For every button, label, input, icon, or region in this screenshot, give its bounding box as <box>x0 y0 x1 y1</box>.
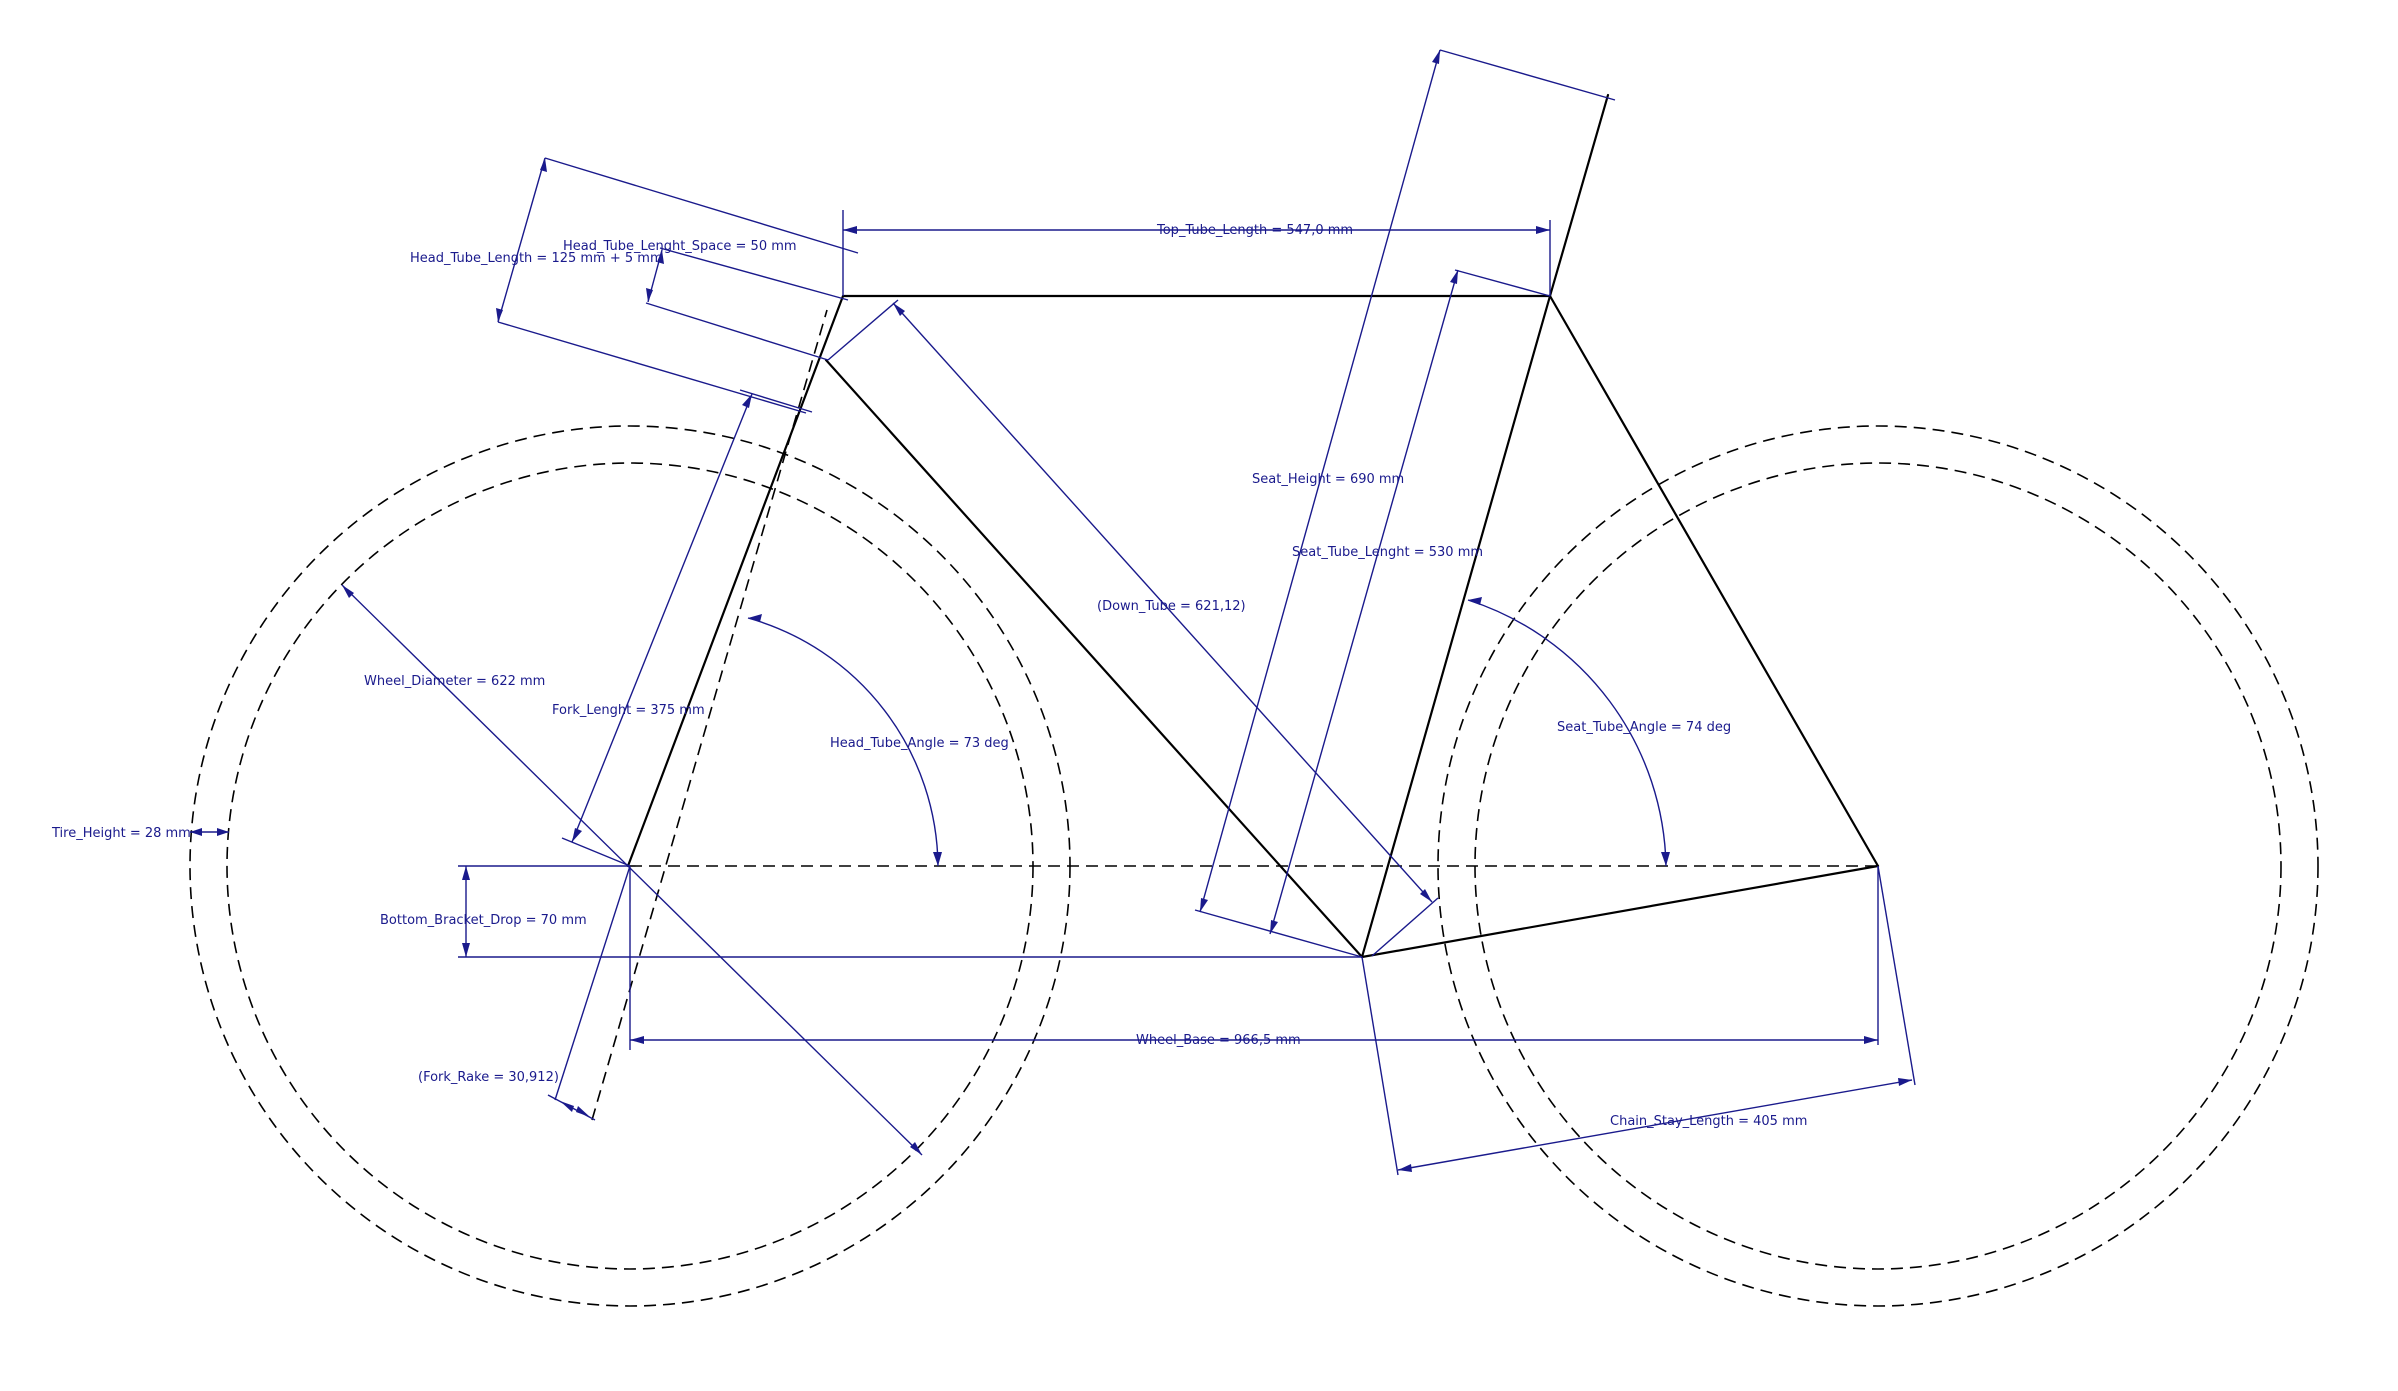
arrow <box>657 250 664 264</box>
arrow <box>572 828 582 842</box>
arrow <box>1398 1164 1412 1172</box>
down-tube <box>824 358 1364 959</box>
seat-height-ext-top <box>1439 49 1616 101</box>
rear-wheel-outer-circle <box>1437 425 2319 1307</box>
head-tube-length-label: Head_Tube_Length = 125 mm + 5 mm <box>410 251 663 266</box>
arrow <box>1432 50 1440 64</box>
arrow <box>1270 920 1278 934</box>
fork-center-line <box>591 309 828 1121</box>
seat-post <box>1548 93 1610 298</box>
arrow <box>893 303 905 316</box>
seat-tube-ext-top <box>1454 269 1551 297</box>
arrow <box>540 158 547 172</box>
arrow <box>1420 889 1432 902</box>
arrow <box>496 308 503 322</box>
head-tube-angle-label: Head_Tube_Angle = 73 deg <box>830 736 1009 751</box>
arrow <box>748 614 762 622</box>
arrow <box>1200 898 1208 912</box>
seat-tube-angle-arc <box>1467 599 1667 867</box>
head-tube-ext-top <box>544 157 859 254</box>
seat-height-label: Seat_Height = 690 mm <box>1252 472 1404 487</box>
seat-stay <box>1548 294 1880 868</box>
head-tube-space-label: Head_Tube_Lenght_Space = 50 mm <box>563 239 797 254</box>
bottom-bracket-drop-label: Bottom_Bracket_Drop = 70 mm <box>380 913 587 928</box>
head-space-ext-top <box>659 247 849 301</box>
arrow <box>1898 1078 1912 1086</box>
head-tube-angle-arc <box>747 617 939 867</box>
seat-height-ext-bottom <box>1194 909 1363 958</box>
arrow <box>630 1036 644 1044</box>
fork-rake-ext <box>554 865 631 1101</box>
arrow <box>933 852 942 866</box>
arrow <box>1661 852 1670 866</box>
wheel-base-label: Wheel_Base = 966,5 mm <box>1136 1033 1301 1048</box>
top-tube-length-label: Top_Tube_Length = 547,0 mm <box>1156 223 1353 238</box>
arrow <box>1450 270 1458 284</box>
arrow <box>217 828 229 836</box>
tire-height-label: Tire_Height = 28 mm <box>51 826 191 841</box>
arrow <box>1468 597 1482 605</box>
down-tube-ext-top <box>827 299 899 361</box>
fork-length-ext-bottom <box>561 837 631 867</box>
arrow <box>190 828 202 836</box>
arrow <box>742 394 752 408</box>
seat-tube-angle-label: Seat_Tube_Angle = 74 deg <box>1557 720 1731 735</box>
wheel-diameter-dim-line <box>341 584 923 1156</box>
chain-stay-ext-right <box>1877 865 1916 1086</box>
chain-stay-ext-left <box>1361 956 1399 1176</box>
arrow <box>560 1101 574 1112</box>
fork-rake-label: (Fork_Rake = 30,912) <box>418 1070 559 1085</box>
head-tube-ext-bottom <box>497 321 807 414</box>
arrow <box>910 1142 922 1155</box>
fork-length-ext-top <box>739 389 813 413</box>
down-tube-label: (Down_Tube = 621,12) <box>1097 599 1246 614</box>
arrow <box>646 288 653 302</box>
arrow <box>462 866 470 880</box>
arrow <box>843 226 857 234</box>
chain-stay-length-label: Chain_Stay_Length = 405 mm <box>1610 1114 1807 1129</box>
arrow <box>342 585 354 598</box>
chain-stay <box>1360 864 1880 959</box>
wheel-diameter-label: Wheel_Diameter = 622 mm <box>364 674 545 689</box>
head-tube-dim-line <box>497 157 546 323</box>
down-tube-ext-bottom <box>1371 897 1439 957</box>
seat-tube-length-label: Seat_Tube_Lenght = 530 mm <box>1292 545 1483 560</box>
arrow <box>1536 226 1550 234</box>
seat-height-dim-line <box>1199 49 1441 913</box>
arrow <box>462 943 470 957</box>
down-tube-dim-line <box>892 302 1433 903</box>
seat-tube <box>1360 294 1552 959</box>
arrow <box>1864 1036 1878 1044</box>
fork-length-dim-line <box>571 393 753 843</box>
head-tube-and-fork <box>626 294 845 868</box>
arrow <box>576 1106 590 1117</box>
head-space-ext-bottom <box>645 302 829 361</box>
fork-length-label: Fork_Lenght = 375 mm <box>552 703 705 718</box>
seat-tube-dim-line <box>1269 269 1459 935</box>
chain-stay-dim-line <box>1397 1079 1913 1171</box>
